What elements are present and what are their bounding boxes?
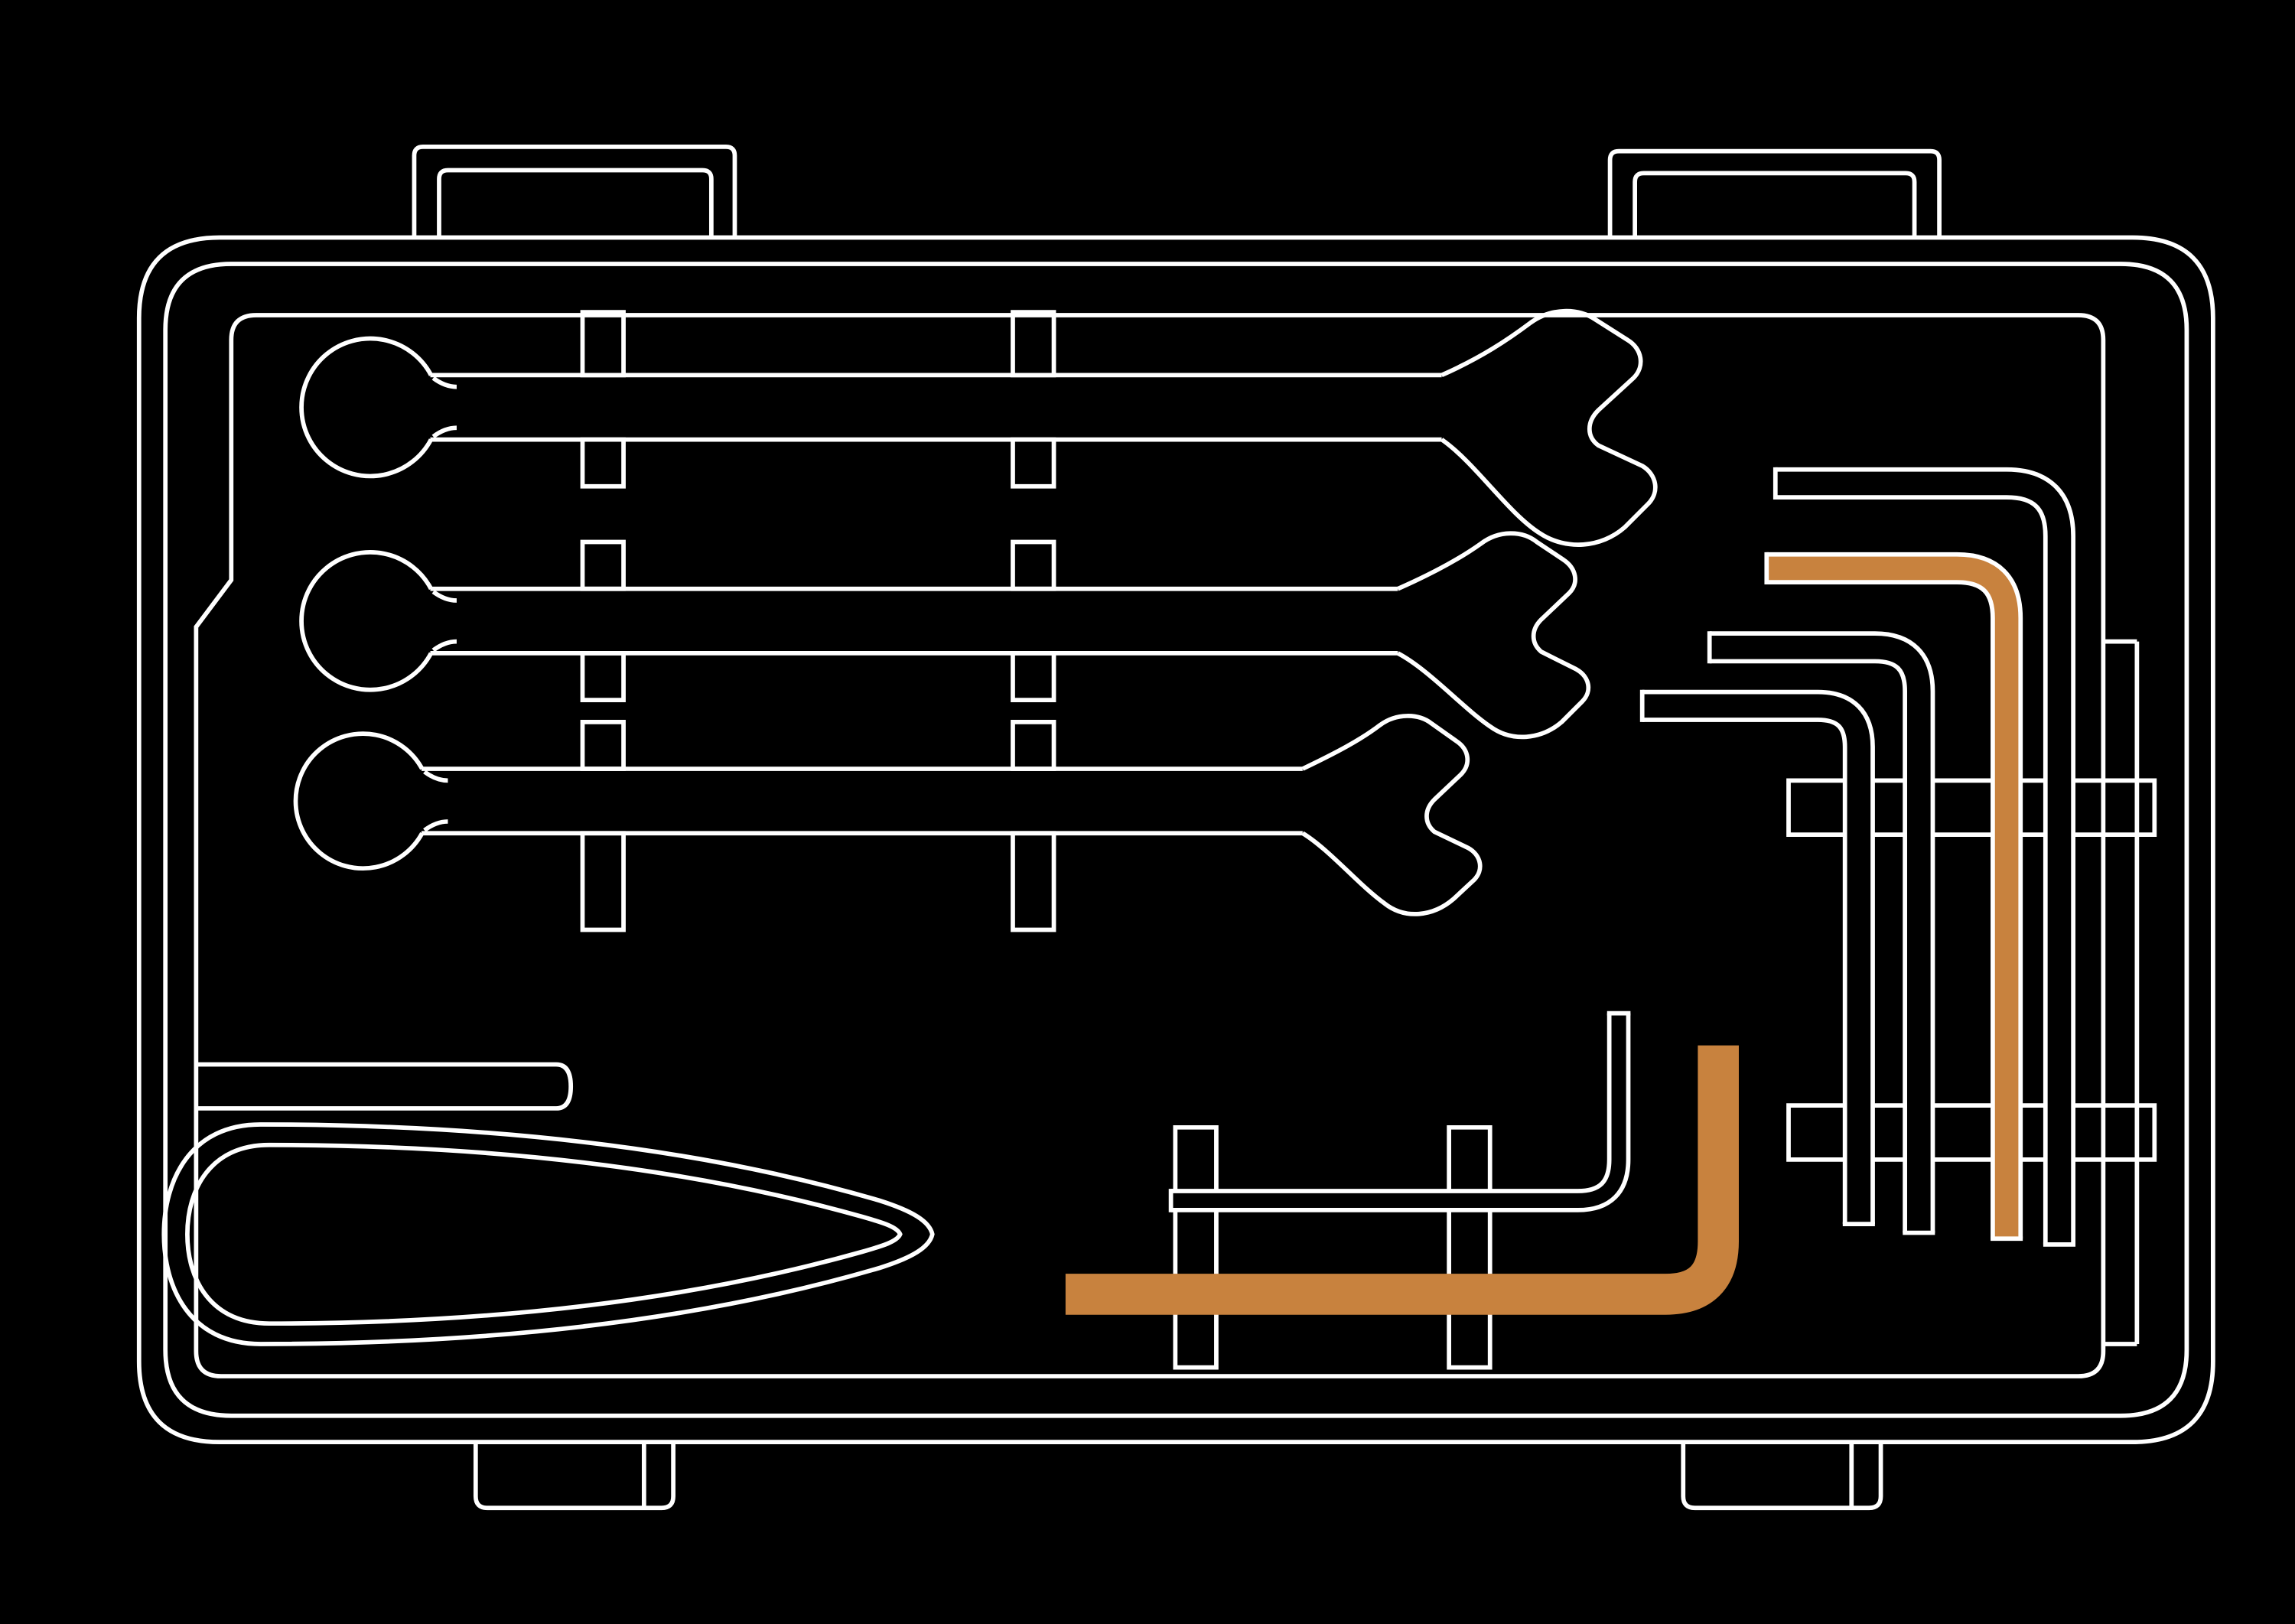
- loose-hex-key-highlight: [1065, 1045, 1739, 1315]
- wrench-open-end: [1396, 531, 1591, 740]
- wrench-open-end: [1301, 714, 1483, 916]
- handle-tab-right-inner: [1633, 171, 1917, 238]
- screwdriver-handle-outer: [161, 1122, 935, 1346]
- loose-hex-key-core: [1170, 1013, 1626, 1209]
- wrench-open-end: [1440, 308, 1658, 547]
- case-inner-outline: [163, 262, 2189, 1418]
- tray-right-channel-connectors: [2103, 639, 2137, 1346]
- wrench-ring: [299, 336, 433, 479]
- screwdriver-handle-inner: [185, 1142, 903, 1326]
- nested-hex-key-4-core: [1642, 694, 1871, 1225]
- nested-hex-key-3-core: [1709, 635, 1931, 1233]
- key-end-cap-lines: [1168, 467, 2076, 1247]
- highlighted-keys: [1065, 556, 2019, 1315]
- hex-key-clips-right: [1786, 778, 2157, 1162]
- key-end-caps: [1168, 467, 2076, 1247]
- screwdriver-blade-recess: [196, 1062, 574, 1111]
- case-outer-outline: [136, 235, 2215, 1445]
- outline-cores: [1170, 471, 2072, 1245]
- handle-tab-right: [1607, 148, 1942, 238]
- wrench-neck-notches: [431, 376, 457, 439]
- wrench-shaft: [422, 766, 1303, 836]
- wrench-ring: [293, 731, 425, 871]
- wrench-neck-notches: [423, 770, 448, 832]
- foot-left: [473, 1442, 675, 1511]
- handle-tab-left-inner: [437, 168, 714, 238]
- wrench-ring: [299, 550, 433, 692]
- wrench-neck-notches: [431, 590, 457, 653]
- tray-outline: [194, 313, 2106, 1378]
- wrench-retaining-clips: [580, 310, 1056, 932]
- nested-hex-key-1-core: [1775, 471, 2072, 1245]
- combination-wrench-3: [293, 714, 1483, 916]
- foot-right: [1681, 1442, 1883, 1511]
- handle-tab-left: [412, 145, 737, 238]
- nested-hex-key-2-highlight: [1766, 556, 2019, 1239]
